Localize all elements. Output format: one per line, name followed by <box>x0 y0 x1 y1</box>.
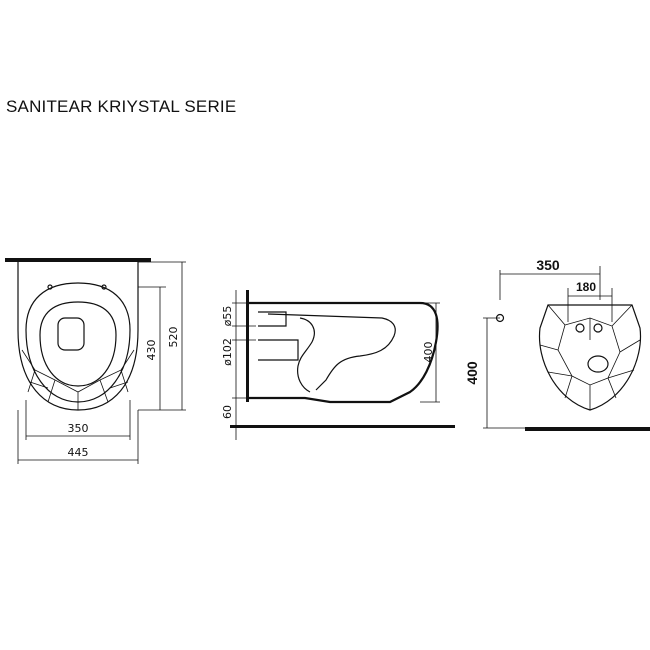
side-view-pipes <box>258 311 299 361</box>
side-view-dim-400: 400 <box>422 342 435 363</box>
front-view-bolt-right <box>593 323 603 333</box>
side-view-dim-60: 60 <box>221 405 234 419</box>
side-view-left-dims <box>232 290 256 440</box>
front-view-floor-bar <box>525 427 650 431</box>
side-view-floor-bar <box>230 425 455 428</box>
front-view: 350 180 400 <box>464 257 650 431</box>
front-view-bolt-left <box>575 323 585 333</box>
top-view-width-lines <box>18 435 138 461</box>
top-view-dim-430: 430 <box>145 340 158 361</box>
front-view-width-line <box>499 266 601 300</box>
top-view-depth-lines <box>138 261 186 411</box>
top-view-bowl-rim <box>25 282 131 403</box>
side-view-dim-102: ø102 <box>221 338 234 366</box>
top-view-bowl-inner <box>39 301 117 387</box>
top-view-dim-350: 350 <box>68 422 89 435</box>
side-view-wall-bar <box>246 290 249 402</box>
side-view-height-line <box>420 302 440 403</box>
top-view-extension-lines <box>17 400 139 464</box>
top-view-facets <box>21 349 135 410</box>
top-view-wall-bar <box>5 258 151 262</box>
front-view-dim-350: 350 <box>536 257 560 273</box>
page-title: SANITEAR KRIYSTAL SERIE <box>6 97 237 116</box>
side-view-trap <box>297 317 315 393</box>
top-view: 350 445 430 520 <box>5 258 186 464</box>
side-view-bowl <box>267 313 396 391</box>
top-view-drain <box>57 317 85 351</box>
front-view-dim-400: 400 <box>464 361 480 385</box>
side-view-dim-55: ø55 <box>221 306 234 327</box>
top-view-dim-445: 445 <box>68 446 89 459</box>
side-view-outer <box>249 301 439 404</box>
front-view-facets <box>539 304 641 410</box>
front-view-bolt-line <box>567 288 613 322</box>
front-view-outlet <box>587 355 609 373</box>
top-view-dim-520: 520 <box>167 327 180 348</box>
top-view-bolt-left <box>47 284 53 290</box>
front-view-dim-180: 180 <box>576 280 596 294</box>
side-view: ø55 ø102 60 400 <box>221 290 455 440</box>
front-view-height-line <box>483 317 525 429</box>
top-view-bolt-right <box>101 284 107 290</box>
top-view-outline <box>17 262 139 411</box>
